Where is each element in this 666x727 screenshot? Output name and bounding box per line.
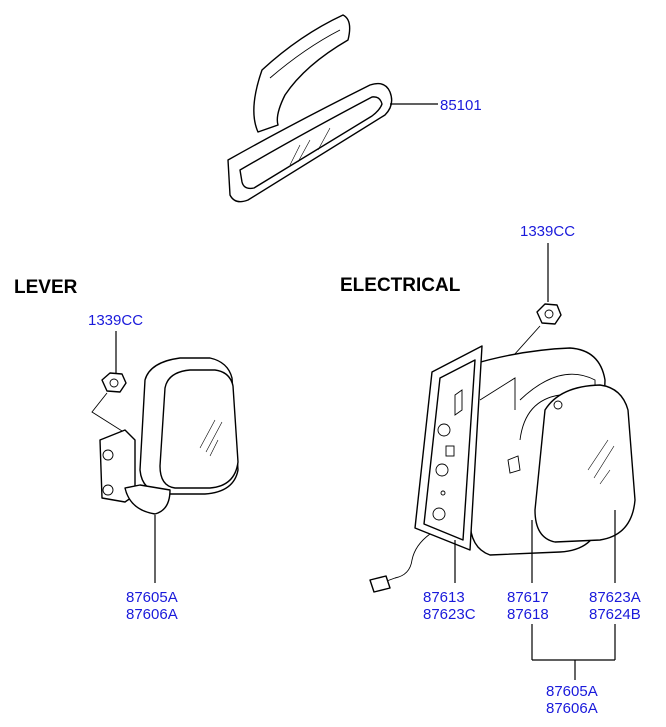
electrical-mirror-drawing [369,345,636,593]
inside-rearview-mirror-drawing [227,14,393,203]
part-number-87613[interactable]: 87613 [423,589,465,606]
part-number-87606a-lever[interactable]: 87606A [126,606,178,623]
part-number-87605a-electrical[interactable]: 87605A [546,683,598,700]
part-number-85101[interactable]: 85101 [440,97,482,114]
part-number-87605a-lever[interactable]: 87605A [126,589,178,606]
lever-section-heading: LEVER [14,277,78,298]
part-number-87606a-electrical[interactable]: 87606A [546,700,598,717]
lever-mirror-drawing [99,357,239,515]
part-number-87623c[interactable]: 87623C [423,606,476,623]
lever-nut-drawing [91,372,131,437]
electrical-section-heading: ELECTRICAL [340,275,461,296]
assembly-bracket [531,624,616,680]
part-number-87617[interactable]: 87617 [507,589,549,606]
part-number-1339cc-electrical[interactable]: 1339CC [520,223,575,240]
part-number-87624b[interactable]: 87624B [589,606,641,623]
part-number-87618[interactable]: 87618 [507,606,549,623]
part-number-1339cc-lever[interactable]: 1339CC [88,312,143,329]
part-number-87623a[interactable]: 87623A [589,589,641,606]
